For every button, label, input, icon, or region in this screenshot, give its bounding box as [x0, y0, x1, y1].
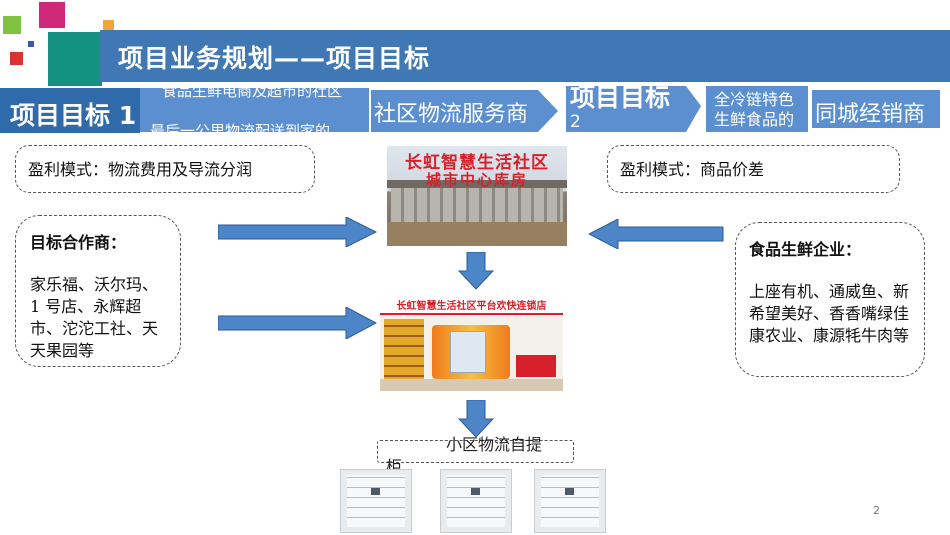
goal2-label-line2: 2	[570, 112, 581, 132]
store-photo: 长虹智慧生活社区平台欢快连锁店	[380, 295, 563, 391]
decor-square-magenta	[39, 2, 65, 28]
goal1-desc-line1: 食品生鲜电商及超市的社区	[162, 82, 343, 100]
locker-screen	[565, 488, 574, 495]
arrow-right-middle	[218, 307, 378, 339]
decor-square-green	[3, 16, 21, 34]
warehouse-ground	[387, 222, 567, 246]
profit-box-left: 盈利模式：物流费用及导流分润	[15, 145, 315, 193]
store-banner-text: 长虹智慧生活社区平台欢快连锁店	[396, 301, 547, 312]
goal2-description: 全冷链特色 生鲜食品的	[714, 90, 794, 130]
locker-screen	[471, 488, 480, 495]
goal1-description: 食品生鲜电商及超市的社区 最后一公里物流配送到家的	[150, 80, 370, 142]
decor-square-red	[10, 52, 23, 65]
goal2-desc-line1: 全冷链特色	[714, 90, 795, 109]
goal1-desc-line2: 最后一公里物流配送到家的	[150, 122, 331, 140]
store-banner: 长虹智慧生活社区平台欢快连锁店	[380, 295, 563, 315]
goal2-label: 项目目标 2	[570, 83, 671, 133]
profit-left-text: 盈利模式：物流费用及导流分润	[28, 160, 253, 179]
arrow-right-top	[218, 217, 378, 247]
locker-doors	[347, 475, 405, 527]
page-number: 2	[873, 504, 880, 517]
suppliers-body: 上座有机、通威鱼、新希望美好、香香嘴绿佳康农业、康源牦牛肉等	[749, 282, 910, 345]
partners-box: 目标合作商： 家乐福、沃尔玛、 1 号店、永辉超市、沱沱工社、天天果园等	[15, 215, 181, 367]
warehouse-roof	[387, 180, 567, 188]
store-floor	[380, 379, 563, 391]
decor-square-teal	[48, 32, 102, 86]
lockers-label-box: 小区物流自提柜	[377, 435, 574, 476]
profit-right-text: 盈利模式：商品价差	[620, 160, 765, 179]
store-counter	[516, 355, 556, 377]
goal2-label-line1: 项目目标	[570, 83, 671, 112]
store-fridge	[450, 331, 486, 373]
arrow-down-store	[458, 400, 494, 438]
goal1-arrow-shape	[140, 88, 558, 132]
partners-body: 家乐福、沃尔玛、 1 号店、永辉超市、沱沱工社、天天果园等	[30, 275, 159, 360]
partners-heading: 目标合作商：	[30, 233, 127, 252]
locker-doors	[541, 475, 599, 527]
goal1-name: 社区物流服务商	[374, 102, 529, 127]
goal2-desc-line2: 生鲜食品的	[714, 110, 795, 129]
page-title: 项目业务规划——项目目标	[118, 44, 431, 73]
locker-doors	[447, 475, 505, 527]
suppliers-heading: 食品生鲜企业：	[749, 240, 862, 259]
goal2-name: 同城经销商	[815, 102, 926, 127]
locker-image-2	[440, 469, 512, 533]
title-bar: 项目业务规划——项目目标	[100, 30, 950, 82]
locker-image-1	[340, 469, 412, 533]
locker-image-3	[534, 469, 606, 533]
warehouse-photo: 长虹智慧生活社区 城市中心库房	[387, 146, 567, 246]
goal2-shape	[566, 86, 940, 132]
goal1-label: 项目目标 1	[10, 101, 137, 130]
suppliers-box: 食品生鲜企业： 上座有机、通威鱼、新希望美好、香香嘴绿佳康农业、康源牦牛肉等	[735, 222, 925, 377]
decor-square-orange	[103, 20, 114, 31]
store-left-shelf	[384, 319, 424, 385]
warehouse-line1: 长虹智慧生活社区	[405, 153, 549, 173]
locker-screen	[371, 488, 380, 495]
decor-square-blue	[28, 41, 34, 47]
arrow-left-top	[588, 219, 724, 249]
profit-box-right: 盈利模式：商品价差	[607, 145, 900, 193]
goal1-label-box: 项目目标 1	[0, 88, 140, 133]
warehouse-line2: 城市中心库房	[425, 171, 528, 189]
arrow-down-warehouse	[458, 252, 494, 290]
warehouse-building	[391, 186, 563, 222]
